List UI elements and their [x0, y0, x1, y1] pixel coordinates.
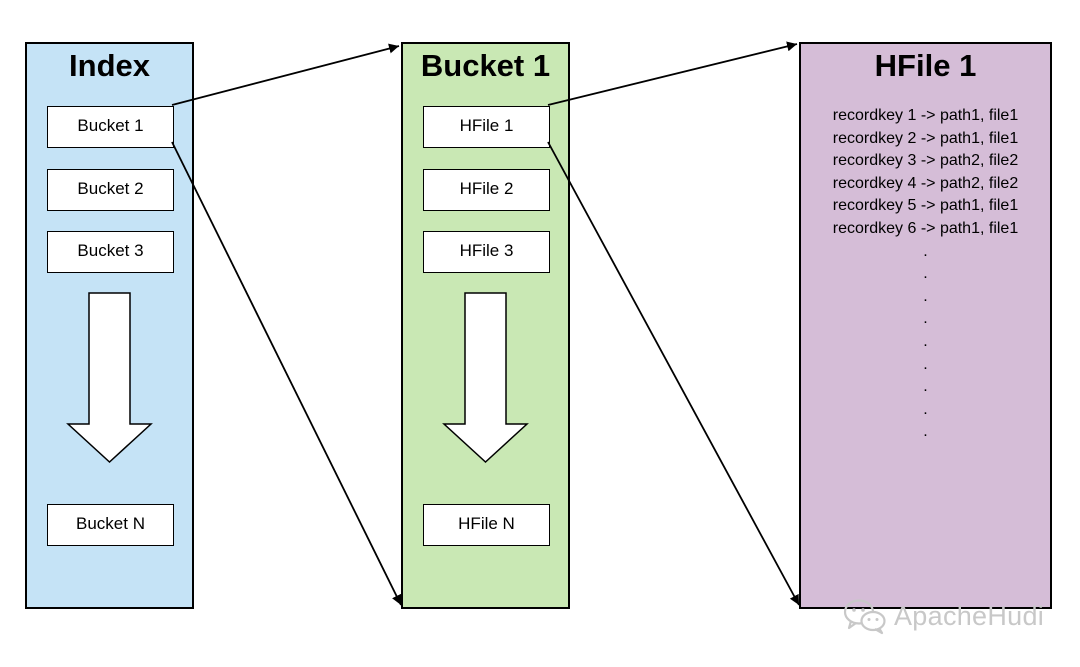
hfile-title: HFile 1	[874, 48, 977, 83]
watermark: ApacheHudi	[842, 596, 1044, 636]
watermark-text: ApacheHudi	[894, 600, 1045, 631]
bucket-to-hfile-top-arrow	[547, 41, 798, 106]
record-entry: recordkey 1 -> path1, file1	[832, 107, 1019, 124]
index-down-arrow	[66, 292, 153, 464]
record-list: recordkey 1 -> path1, file1 recordkey 2 …	[801, 105, 1050, 444]
index-bucket-2: Bucket 2	[47, 169, 174, 211]
bucket-to-hfile-bottom-arrow	[547, 141, 800, 606]
record-entry: recordkey 2 -> path1, file1	[832, 129, 1019, 147]
index-panel: Index Bucket 1 Bucket 2 Bucket 3 Bucket …	[25, 42, 194, 609]
index-title: Index	[69, 48, 150, 83]
index-bucket-3: Bucket 3	[47, 231, 174, 273]
ellipsis-dot: .	[923, 378, 928, 396]
record-entry: recordkey 3 -> path2, file2	[832, 152, 1019, 170]
record-entry: recordkey 5 -> path1, file1	[832, 197, 1019, 215]
ellipsis-dot: .	[923, 355, 928, 373]
ellipsis-dot: .	[923, 332, 928, 350]
ellipsis-dot: .	[923, 400, 928, 418]
ellipsis-dot: .	[923, 287, 928, 305]
index-to-bucket-bottom-arrow	[171, 141, 402, 606]
index-bucket-1: Bucket 1	[47, 106, 174, 148]
index-bucket-n: Bucket N	[47, 504, 174, 546]
bucket-title: Bucket 1	[420, 48, 551, 83]
ellipsis-dot: .	[923, 423, 928, 441]
hfile-panel: HFile 1 recordkey 1 -> path1, file1 reco…	[799, 42, 1052, 609]
bucket-hfile-1: HFile 1	[423, 106, 550, 148]
bucket-down-arrow	[442, 292, 529, 464]
record-entry: recordkey 4 -> path2, file2	[832, 174, 1019, 192]
bucket-hfile-2: HFile 2	[423, 169, 550, 211]
ellipsis-dot: .	[923, 310, 928, 328]
bucket-hfile-3: HFile 3	[423, 231, 550, 273]
ellipsis-dot: .	[923, 265, 928, 283]
ellipsis-dot: .	[923, 242, 928, 260]
bucket-hfile-n: HFile N	[423, 504, 550, 546]
index-to-bucket-top-arrow	[171, 43, 400, 106]
record-entry: recordkey 6 -> path1, file1	[832, 219, 1019, 237]
wechat-icon	[843, 599, 886, 635]
